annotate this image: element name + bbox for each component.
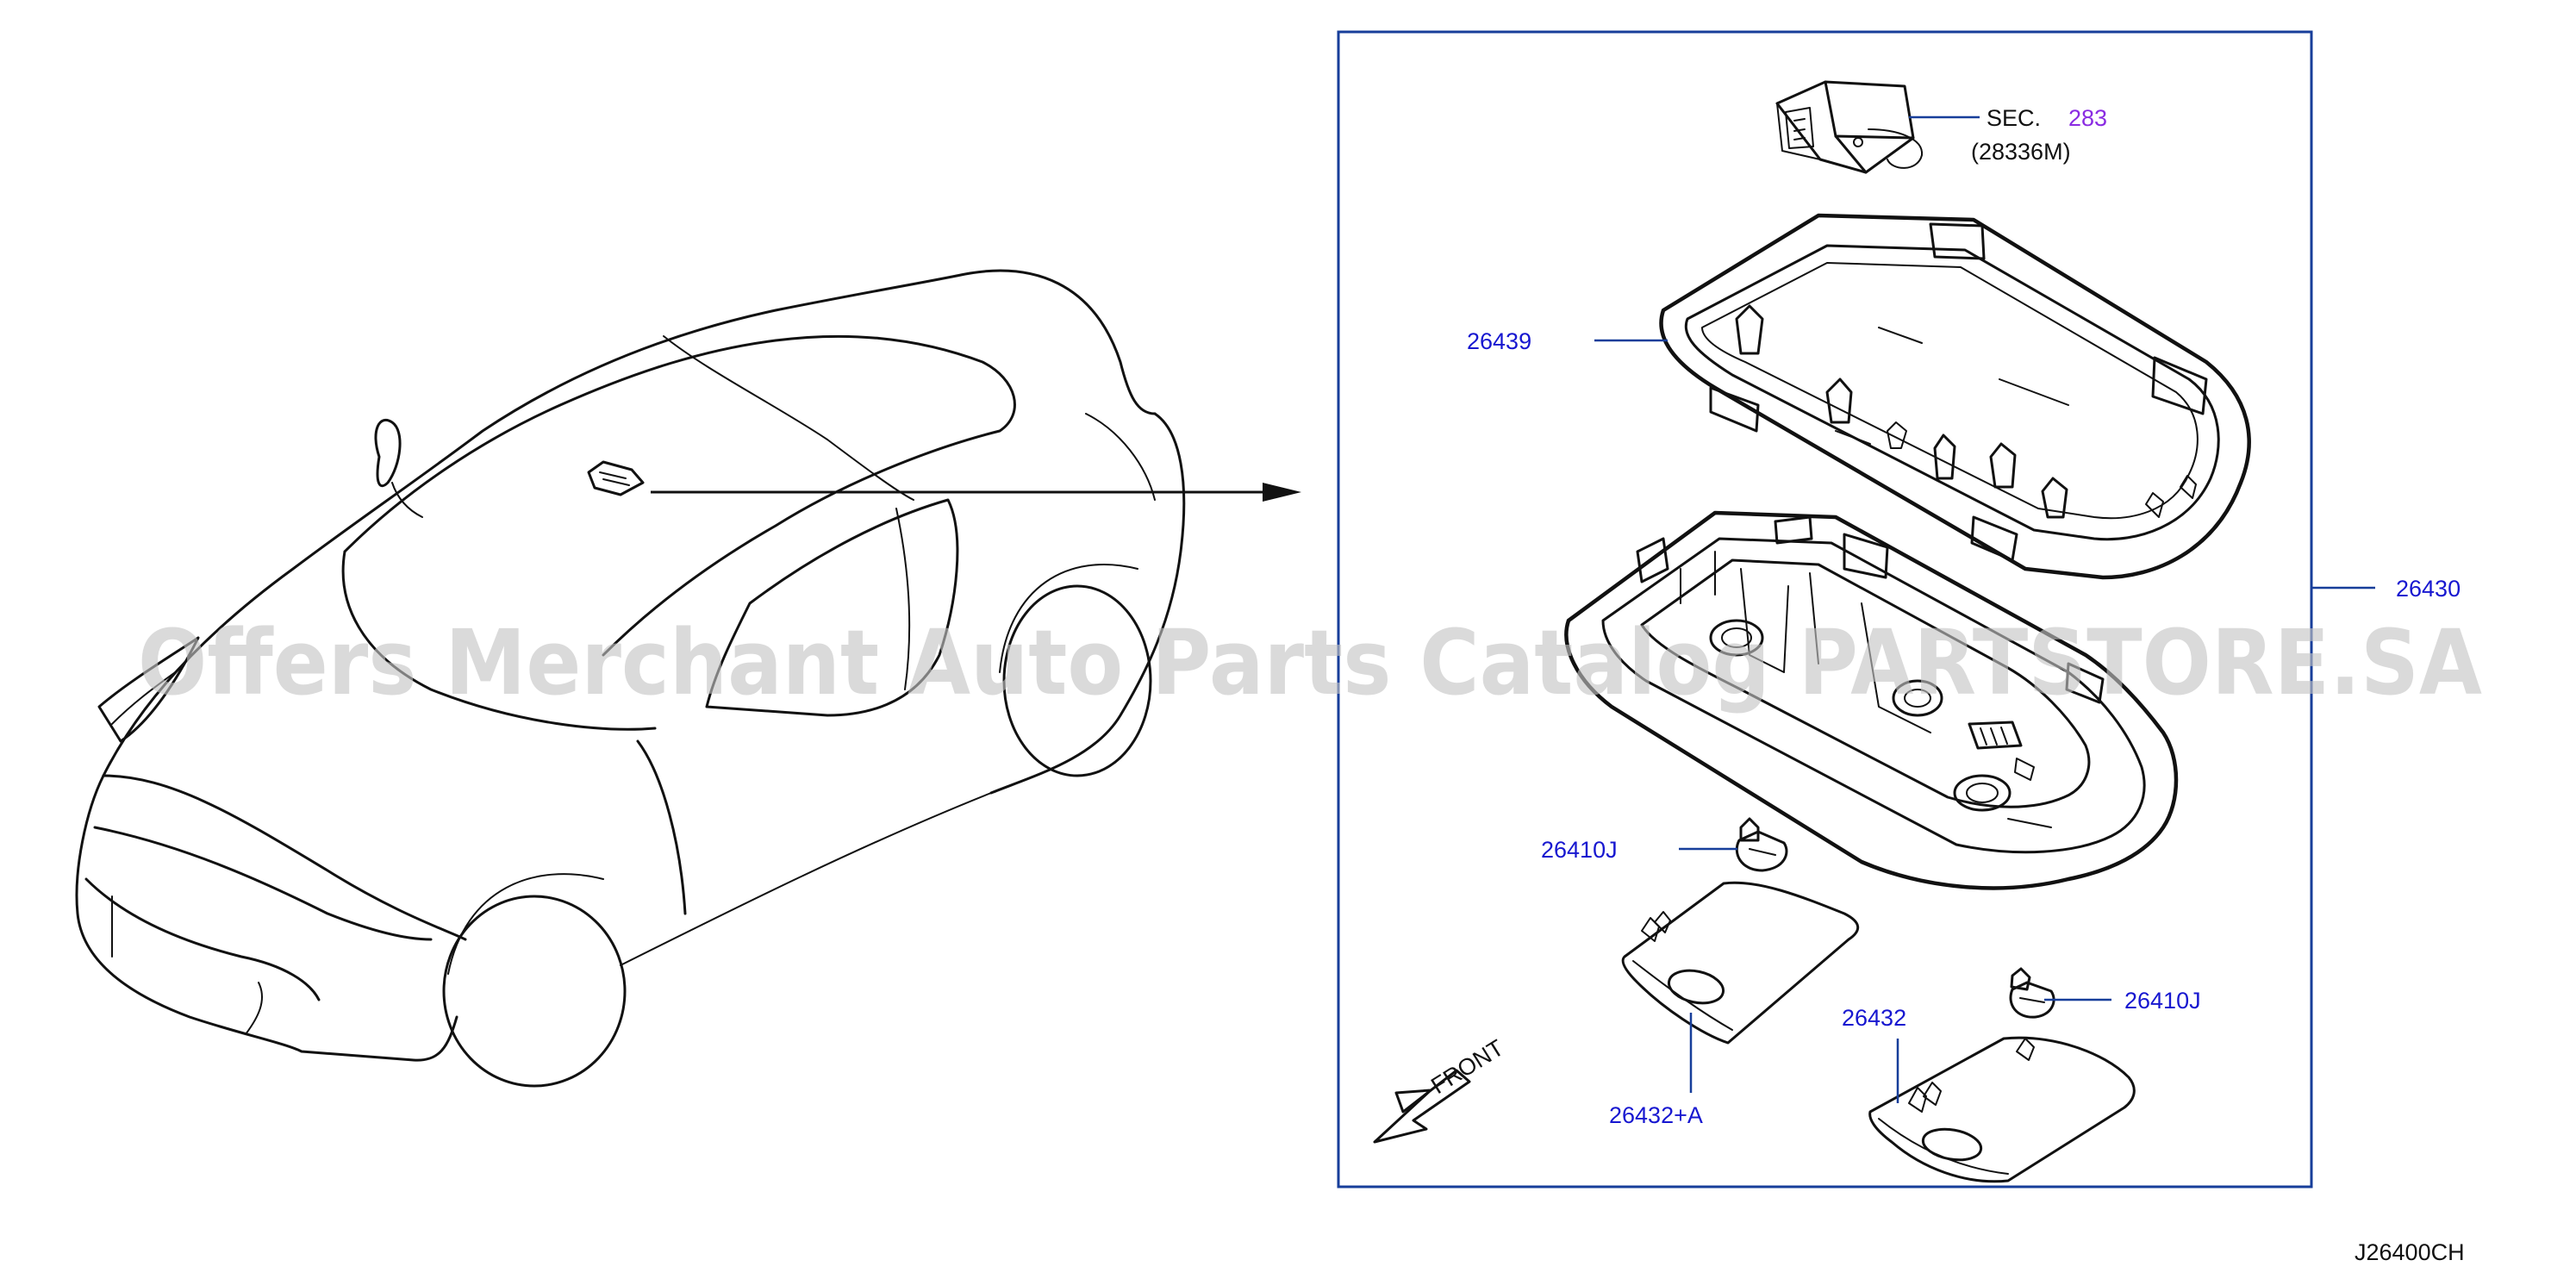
sec-number-link[interactable]: 283 [2068, 105, 2107, 131]
part-26439-link[interactable]: 26439 [1467, 328, 1531, 354]
map-lamp-housing-26430 [1564, 510, 2179, 890]
part-26410j-left-link[interactable]: 26410J [1541, 837, 1618, 863]
callout-arrowhead [1263, 483, 1301, 502]
lens-26432a [1621, 881, 1860, 1045]
connector-part [1775, 80, 1924, 174]
lens-26432 [1868, 1036, 2136, 1183]
watermark-text: Offers Merchant Auto Parts Catalog PARTS… [138, 610, 2482, 715]
front-direction-arrow [1373, 1069, 1471, 1144]
car-illustration [75, 269, 1186, 1088]
part-26430-link[interactable]: 26430 [2396, 576, 2461, 602]
inset-frame [1337, 30, 2313, 1189]
bulb-26410j-right [2009, 967, 2055, 1019]
front-label: FRONT [1426, 1034, 1508, 1099]
diagram-code: J26400CH [2355, 1239, 2465, 1265]
part-26432a-link[interactable]: 26432+A [1609, 1102, 1703, 1128]
sec-label: SEC. [1987, 105, 2041, 131]
bezel-frame-26439 [1659, 213, 2251, 580]
bulb-26410j-left [1735, 817, 1788, 872]
part-26410j-right-link[interactable]: 26410J [2124, 988, 2201, 1014]
part-26432-link[interactable]: 26432 [1842, 1005, 1906, 1031]
sec-sub-label: (28336M) [1971, 139, 2071, 165]
